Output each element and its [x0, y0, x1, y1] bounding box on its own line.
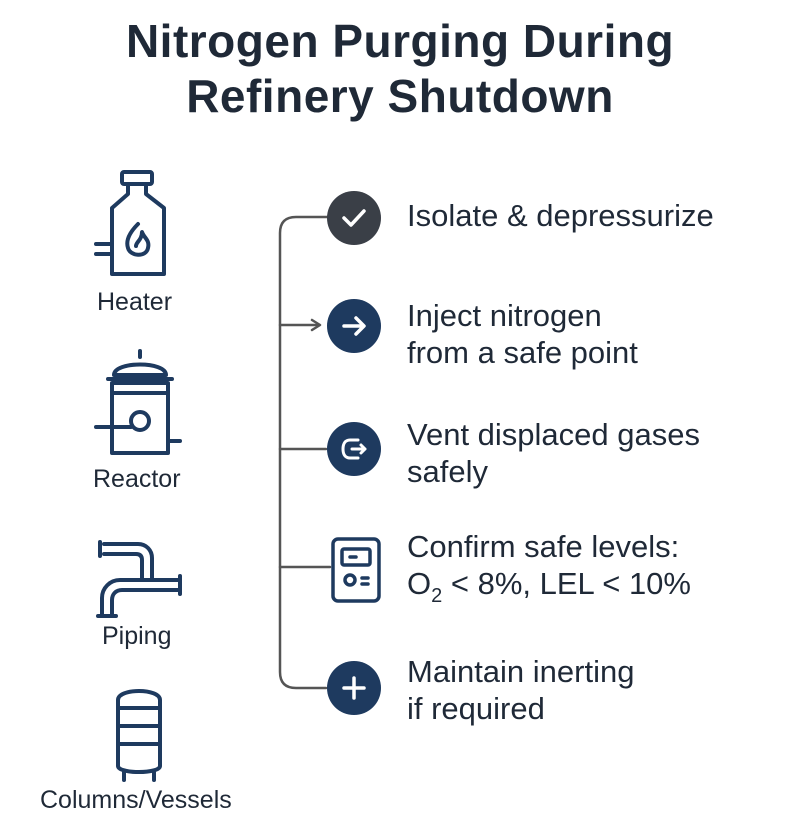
gas-detector-icon	[331, 537, 381, 603]
reactor-icon	[94, 349, 182, 455]
step-3-text: Vent displaced gases safely	[407, 416, 700, 490]
step-2-line-2: from a safe point	[407, 335, 638, 370]
heater-icon	[94, 170, 166, 276]
plus-icon	[327, 661, 381, 715]
arrow-right-icon	[327, 299, 381, 353]
step-1-line-1: Isolate & depressurize	[407, 198, 714, 233]
title-line-2: Refinery Shutdown	[186, 70, 614, 122]
equipment-piping: Piping	[0, 530, 280, 660]
vent-icon	[327, 422, 381, 476]
step-1-text: Isolate & depressurize	[407, 197, 714, 234]
step-5-text: Maintain inerting if required	[407, 653, 634, 727]
step-5-line-1: Maintain inerting	[407, 654, 635, 689]
equipment-label-piping: Piping	[102, 622, 172, 650]
title-line-1: Nitrogen Purging During	[125, 15, 675, 67]
column-vessel-icon	[116, 689, 162, 782]
equipment-label-heater: Heater	[97, 288, 173, 316]
equipment-label-reactor: Reactor	[93, 465, 181, 493]
o2-symbol: O	[407, 566, 432, 601]
equipment-reactor: Reactor	[0, 345, 280, 505]
piping-icon	[96, 540, 182, 618]
page-title: Nitrogen Purging During Refinery Shutdow…	[0, 14, 800, 124]
equipment-heater: Heater	[0, 160, 280, 320]
check-icon	[327, 191, 381, 245]
step-3-line-2: safely	[407, 454, 488, 489]
step-5-line-2: if required	[407, 691, 545, 726]
step-4-line-2: O2 < 8%, LEL < 10%	[407, 565, 691, 615]
o2-subscript: 2	[431, 585, 443, 607]
connector-arrowhead	[310, 318, 322, 332]
step-2-line-1: Inject nitrogen	[407, 298, 602, 333]
step-4-text: Confirm safe levels: O2 < 8%, LEL < 10%	[407, 528, 691, 615]
safe-level-values: < 8%, LEL < 10%	[442, 566, 691, 601]
step-2-text: Inject nitrogen from a safe point	[407, 297, 638, 371]
step-3-line-1: Vent displaced gases	[407, 417, 700, 452]
timeline-connector	[278, 215, 332, 690]
step-4-line-1: Confirm safe levels:	[407, 529, 680, 564]
